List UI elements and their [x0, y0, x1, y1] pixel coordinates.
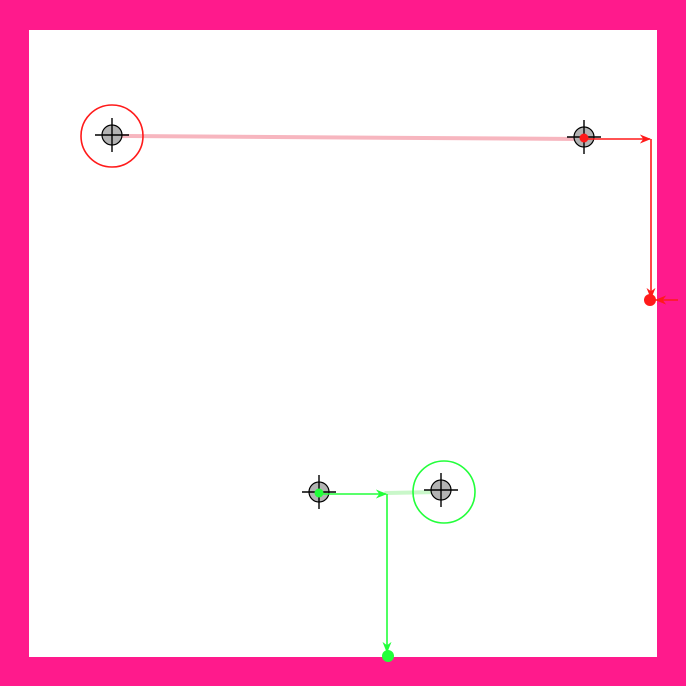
green-agent-target-icon — [302, 475, 336, 509]
green-agent-dot-icon — [314, 488, 324, 498]
arena-floor — [29, 30, 657, 657]
red-trail — [116, 134, 582, 141]
red-goal-ring-icon — [80, 104, 144, 168]
green-right-target-icon — [424, 473, 458, 507]
red-agent-dot-icon — [579, 133, 589, 143]
red-agent-target-icon — [567, 120, 601, 154]
red-agent-group — [80, 104, 678, 306]
green-endpoint-dot-icon — [382, 650, 394, 662]
red-endpoint-dot-icon — [644, 294, 656, 306]
green-goal-ring-icon — [412, 460, 476, 524]
green-agent-group — [302, 460, 476, 662]
red-left-target-icon — [95, 118, 129, 152]
